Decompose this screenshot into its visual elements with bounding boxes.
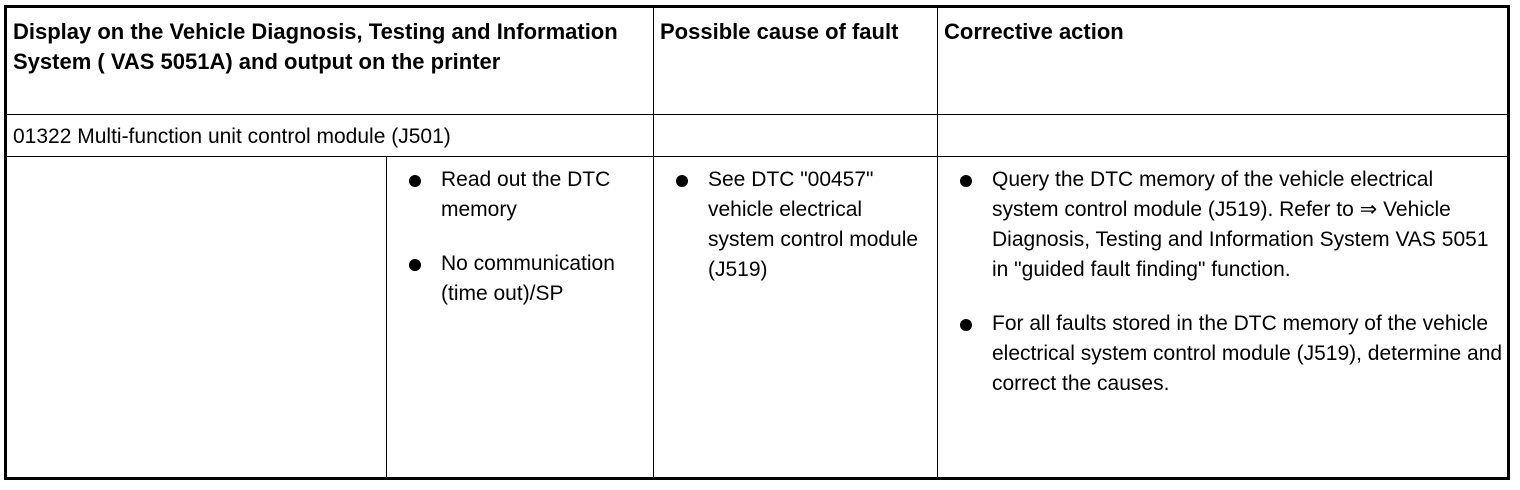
bullet-icon (676, 175, 688, 187)
detail-row: Read out the DTC memory No communication… (5, 156, 1509, 479)
action-item-text: For all faults stored in the DTC memory … (992, 312, 1503, 395)
action-list: Query the DTC memory of the vehicle elec… (938, 165, 1503, 399)
action-item-text: Query the DTC memory of the vehicle elec… (992, 168, 1489, 281)
display-item-text: No communication (time out)/SP (441, 252, 615, 305)
bullet-icon (960, 175, 972, 187)
list-item: Query the DTC memory of the vehicle elec… (938, 165, 1503, 285)
module-cause-empty (653, 114, 938, 157)
list-item: See DTC "00457" vehicle electrical syste… (654, 165, 929, 285)
list-item: For all faults stored in the DTC memory … (938, 309, 1503, 399)
detail-blank-cell (5, 156, 387, 479)
module-label: 01322 Multi-function unit control module… (5, 114, 654, 157)
display-item-text: Read out the DTC memory (441, 168, 611, 221)
detail-action-cell: Query the DTC memory of the vehicle elec… (937, 156, 1509, 479)
bullet-icon (960, 319, 972, 331)
list-item: No communication (time out)/SP (387, 249, 645, 309)
bullet-icon (409, 175, 421, 187)
module-action-empty (937, 114, 1509, 157)
fault-table: Display on the Vehicle Diagnosis, Testin… (4, 5, 1510, 480)
detail-display-cell: Read out the DTC memory No communication… (386, 156, 654, 479)
header-display: Display on the Vehicle Diagnosis, Testin… (5, 6, 654, 115)
display-list: Read out the DTC memory No communication… (387, 165, 645, 309)
list-item: Read out the DTC memory (387, 165, 645, 225)
header-row: Display on the Vehicle Diagnosis, Testin… (5, 6, 1509, 115)
document-page: Display on the Vehicle Diagnosis, Testin… (4, 5, 1510, 484)
module-row: 01322 Multi-function unit control module… (5, 114, 1509, 157)
cause-item-text: See DTC "00457" vehicle electrical syste… (708, 168, 919, 281)
detail-cause-cell: See DTC "00457" vehicle electrical syste… (653, 156, 938, 479)
header-cause: Possible cause of fault (653, 6, 938, 115)
bullet-icon (409, 259, 421, 271)
cause-list: See DTC "00457" vehicle electrical syste… (654, 165, 929, 285)
header-action: Corrective action (937, 6, 1509, 115)
